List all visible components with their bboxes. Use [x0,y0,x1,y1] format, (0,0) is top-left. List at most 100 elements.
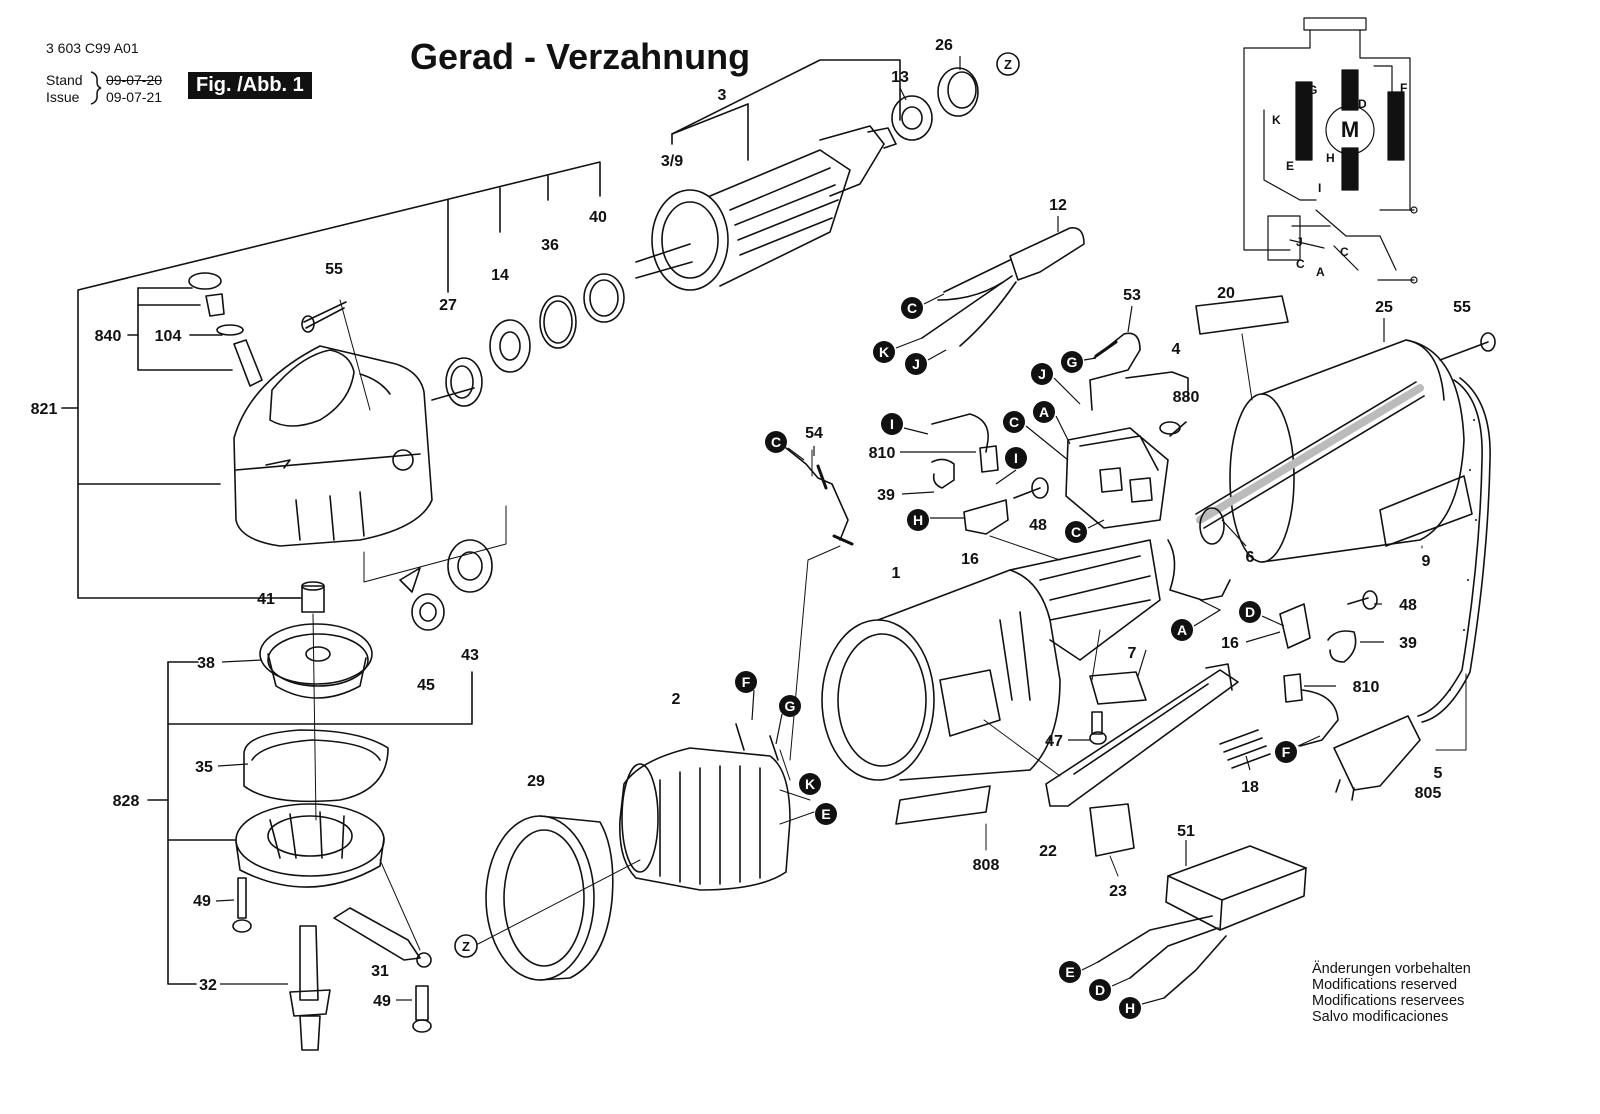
label-808 [895,785,991,825]
part-label-48-right: 48 [1399,597,1417,614]
field-coil-2 [619,723,791,891]
connector-f-field: F [735,671,757,693]
label-20 [1195,295,1289,335]
svg-text:C: C [1009,414,1019,430]
connector-g-lead53: G [1061,351,1083,373]
group-840-bracket [127,287,233,371]
part-label-55-right: 55 [1453,299,1471,316]
wiring-term-c2: C [1296,257,1305,271]
part-label-20: 20 [1217,285,1235,302]
group-821-bracket [61,161,601,599]
connector-i-brush-upper: I [881,413,903,435]
lead-53 [1089,332,1141,411]
figure-label: Fig. /Abb. 1 [188,72,312,99]
issue-label: Issue [46,89,80,105]
part-label-3: 3 [718,87,727,104]
screw-55-right [1439,341,1489,361]
spindle-lock-button [188,272,263,387]
connector-markers: Z C K J G J A C C I I H C F G K E Z A D … [454,52,1297,1019]
part-label-43: 43 [461,647,479,664]
lever-31 [333,859,432,968]
part-label-7: 7 [1128,645,1137,662]
part-label-38: 38 [197,655,215,672]
svg-text:I: I [1014,450,1018,466]
wiring-term-g: G [1308,83,1317,97]
ring-36 [539,295,577,349]
svg-text:K: K [879,344,889,360]
connector-j-suppressor: J [905,353,927,375]
armature-part [635,125,897,291]
part-label-54: 54 [805,425,823,442]
svg-text:C: C [1071,524,1081,540]
svg-text:H: H [1125,1000,1135,1016]
stand-issue-brace [90,71,102,105]
connector-d-module: D [1089,979,1111,1001]
part-label-26: 26 [935,37,953,54]
carbon-brush-810-left [931,413,999,473]
circlip-40 [583,273,625,323]
screw-48-right [1347,597,1369,605]
wiring-term-e: E [1286,159,1294,173]
part-label-4: 4 [1172,341,1181,358]
switch-rod-22 [983,663,1239,807]
bearing-26 [937,67,979,117]
connector-c-switch-upper: C [1003,411,1025,433]
screw-49b [412,985,432,1033]
svg-text:A: A [1039,404,1049,420]
lead-wire-black [1167,539,1231,601]
screw-55-left [301,299,371,411]
part-label-49-upper: 49 [193,893,211,910]
motor-cover-25 [1229,339,1465,563]
part-label-821: 821 [31,401,58,418]
sleeve-41 [301,581,325,613]
svg-text:A: A [1177,622,1187,638]
part-label-12: 12 [1049,197,1067,214]
part-label-840: 840 [95,328,122,345]
part-label-16-right: 16 [1221,635,1239,652]
connector-k-suppressor: K [873,341,895,363]
part-label-35: 35 [195,759,213,776]
part-label-51: 51 [1177,823,1195,840]
spring-18 [1219,729,1271,769]
connector-f-brush-right: F [1275,741,1297,763]
screw-49a [232,877,252,933]
group-828-bracket [147,661,473,985]
connector-g-field: G [779,695,801,717]
svg-text:J: J [912,356,920,372]
part-label-41: 41 [257,591,275,608]
part-label-47: 47 [1045,733,1063,750]
connector-e-field: E [815,803,837,825]
wiring-term-j: J [1296,235,1303,249]
mains-cable-5 [1333,377,1491,801]
connector-z-fan: Z [454,934,478,958]
screw-47 [1089,711,1107,745]
connector-a-switch: A [1033,401,1055,423]
label-9 [1379,475,1473,547]
part-label-880: 880 [1173,389,1200,406]
svg-text:H: H [913,512,923,528]
svg-text:D: D [1095,982,1105,998]
svg-text:I: I [890,416,894,432]
connector-i-brush-lower: I [1005,447,1027,469]
note-en: Modifications reserved [1312,977,1458,993]
part-label-6: 6 [1246,549,1255,566]
seal-35 [243,729,389,803]
brush-holder-16-left [963,499,1009,535]
svg-text:K: K [805,776,815,792]
part-label-39-right: 39 [1399,635,1417,652]
part-label-40: 40 [589,209,607,226]
part-label-29: 29 [527,773,545,790]
part-label-22: 22 [1039,843,1057,860]
part-label-104: 104 [155,328,182,345]
brush-holder-16-right [1279,603,1311,649]
part-label-31: 31 [371,963,389,980]
part-label-810-right: 810 [1353,679,1380,696]
part-label-55-left: 55 [325,261,343,278]
svg-text:C: C [907,300,917,316]
connector-h-brush: H [907,509,929,531]
cable-dotted-texture [1449,419,1477,691]
svg-text:J: J [1038,366,1046,382]
part-label-1: 1 [892,565,901,582]
electronic-module-51 [1097,845,1307,999]
fan-guide-29 [485,815,614,981]
